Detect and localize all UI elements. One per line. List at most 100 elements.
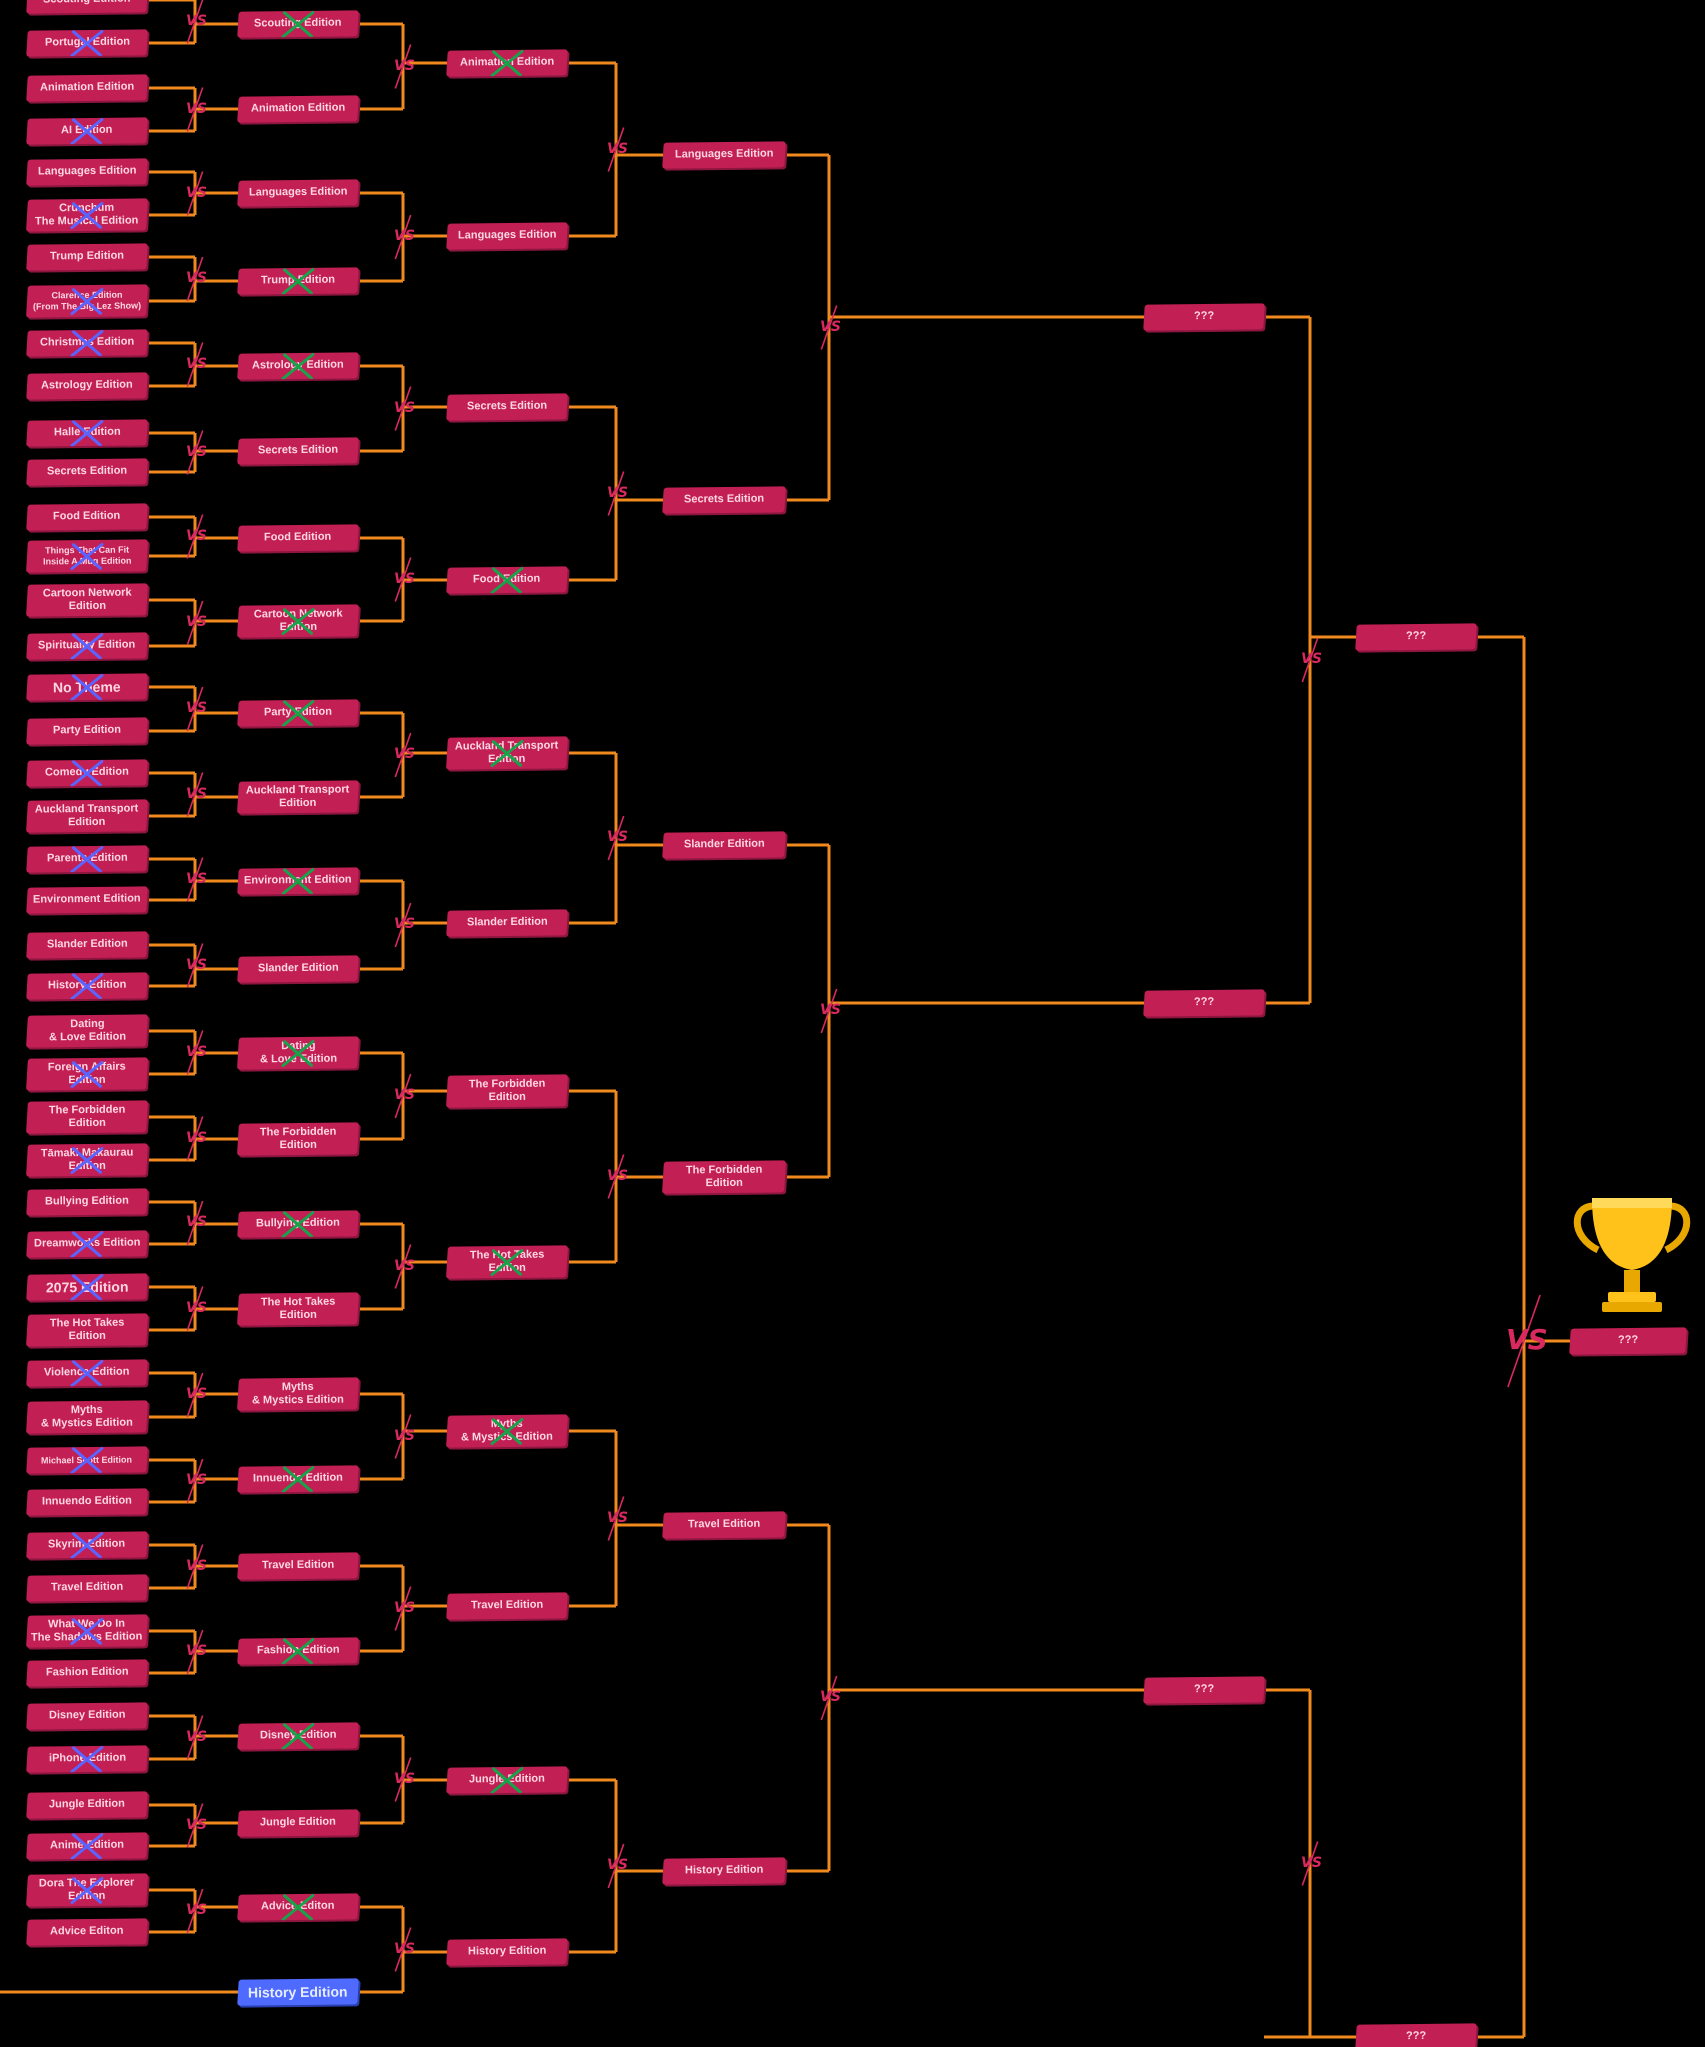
- bracket-entry[interactable]: Jungle Edition: [237, 1809, 359, 1837]
- bracket-entry[interactable]: Astrology Edition: [26, 372, 148, 400]
- bracket-entry[interactable]: Fashion Edition: [237, 1637, 359, 1665]
- bracket-entry[interactable]: Bullying Edition: [26, 1188, 148, 1216]
- bracket-entry[interactable]: Myths & Mystics Edition: [26, 1400, 148, 1434]
- bracket-entry[interactable]: The Forbidden Edition: [446, 1074, 568, 1108]
- bracket-entry[interactable]: History Edition: [26, 972, 148, 1000]
- bracket-entry[interactable]: Slander Edition: [26, 931, 148, 959]
- bracket-entry[interactable]: Auckland Transport Edition: [26, 799, 148, 833]
- bracket-entry[interactable]: History Edition: [237, 1978, 359, 2006]
- bracket-entry[interactable]: Scouting Edition: [237, 10, 359, 38]
- bracket-entry[interactable]: Travel Edition: [26, 1574, 148, 1602]
- bracket-entry[interactable]: Things That Can Fit Inside A Mug Edition: [26, 539, 148, 573]
- bracket-entry[interactable]: Secrets Edition: [662, 486, 786, 514]
- bracket-entry[interactable]: The Forbidden Edition: [662, 1160, 786, 1194]
- bracket-entry[interactable]: Comedy Edition: [26, 759, 148, 787]
- bracket-entry[interactable]: Tāmaki Makaurau Edition: [26, 1143, 148, 1177]
- bracket-entry[interactable]: Cartoon Network Edition: [26, 583, 148, 617]
- bracket-entry[interactable]: Halle Edition: [26, 419, 148, 447]
- bracket-entry[interactable]: Innuendo Edition: [237, 1465, 359, 1493]
- bracket-entry[interactable]: ???: [1143, 1676, 1265, 1704]
- final-winner-slot[interactable]: ???: [1569, 1327, 1687, 1355]
- bracket-entry[interactable]: Disney Edition: [26, 1702, 148, 1730]
- bracket-entry[interactable]: Fashion Edition: [26, 1659, 148, 1687]
- bracket-entry[interactable]: Skyrim Edition: [26, 1531, 148, 1559]
- bracket-entry[interactable]: Scouting Edition: [26, 0, 148, 14]
- bracket-entry[interactable]: 2075 Edition: [26, 1273, 148, 1301]
- bracket-entry[interactable]: Animation Edition: [26, 74, 148, 102]
- bracket-entry[interactable]: Myths & Mystics Edition: [446, 1414, 568, 1448]
- entry-label: Food Edition: [473, 573, 541, 586]
- bracket-entry[interactable]: Secrets Edition: [446, 393, 568, 421]
- bracket-entry[interactable]: Clarence Edition (From The Big Lez Show): [26, 284, 148, 318]
- bracket-entry[interactable]: Parents Edition: [26, 845, 148, 873]
- vs-marker: VS: [607, 484, 628, 501]
- bracket-entry[interactable]: Anime Edition: [26, 1832, 148, 1860]
- bracket-entry[interactable]: Dora The Explorer Edition: [26, 1873, 148, 1907]
- bracket-entry[interactable]: Travel Edition: [237, 1552, 359, 1580]
- bracket-entry[interactable]: AI Edition: [26, 117, 148, 145]
- bracket-entry[interactable]: Animation Edition: [446, 49, 568, 77]
- bracket-entry[interactable]: Myths & Mystics Edition: [237, 1377, 359, 1411]
- bracket-entry[interactable]: Jungle Edition: [26, 1791, 148, 1819]
- bracket-entry[interactable]: Secrets Edition: [26, 458, 148, 486]
- bracket-entry[interactable]: Party Edition: [26, 717, 148, 745]
- bracket-entry[interactable]: Languages Edition: [662, 141, 786, 169]
- vs-marker: VS: [186, 614, 207, 630]
- bracket-entry[interactable]: Cartoon Network Edition: [237, 604, 359, 638]
- bracket-entry[interactable]: Party Edition: [237, 699, 359, 727]
- bracket-entry[interactable]: Environment Edition: [237, 867, 359, 895]
- bracket-entry[interactable]: The Hot Takes Edition: [446, 1245, 568, 1279]
- bracket-entry[interactable]: Auckland Transport Edition: [446, 736, 568, 770]
- bracket-entry[interactable]: Languages Edition: [237, 179, 359, 207]
- bracket-entry[interactable]: Christmas Edition: [26, 329, 148, 357]
- bracket-entry[interactable]: Travel Edition: [662, 1511, 786, 1539]
- bracket-entry[interactable]: Jungle Edition: [446, 1766, 568, 1794]
- bracket-entry[interactable]: iPhone Edition: [26, 1745, 148, 1773]
- bracket-entry[interactable]: Auckland Transport Edition: [237, 780, 359, 814]
- bracket-entry[interactable]: Violence Edition: [26, 1359, 148, 1387]
- bracket-entry[interactable]: Food Edition: [26, 503, 148, 531]
- vs-slash: [186, 1116, 204, 1161]
- bracket-entry[interactable]: Michael Scott Edition: [26, 1446, 148, 1474]
- bracket-entry[interactable]: Languages Edition: [26, 158, 148, 186]
- bracket-entry[interactable]: Slander Edition: [237, 955, 359, 983]
- bracket-entry[interactable]: Dating & Love Edition: [26, 1014, 148, 1048]
- bracket-entry[interactable]: Crunchum The Musical Edition: [26, 198, 148, 232]
- bracket-entry[interactable]: Trump Edition: [26, 243, 148, 271]
- bracket-entry[interactable]: ???: [1143, 303, 1265, 331]
- bracket-entry[interactable]: Advice Editon: [237, 1893, 359, 1921]
- bracket-entry[interactable]: What We Do In The Shadows Edition: [26, 1614, 148, 1648]
- bracket-entry[interactable]: No Theme: [26, 673, 148, 701]
- bracket-entry[interactable]: Dreamworks Edition: [26, 1230, 148, 1258]
- bracket-entry[interactable]: The Forbidden Edition: [26, 1100, 148, 1134]
- bracket-entry[interactable]: Bullying Edition: [237, 1210, 359, 1238]
- bracket-entry[interactable]: Languages Edition: [446, 222, 568, 250]
- bracket-entry[interactable]: Secrets Edition: [237, 437, 359, 465]
- bracket-entry[interactable]: History Edition: [446, 1938, 568, 1966]
- bracket-entry[interactable]: Animation Edition: [237, 95, 359, 123]
- bracket-entry[interactable]: Disney Edition: [237, 1722, 359, 1750]
- bracket-entry[interactable]: Travel Edition: [446, 1592, 568, 1620]
- bracket-entry[interactable]: Dating & Love Edition: [237, 1036, 359, 1070]
- bracket-entry[interactable]: Food Edition: [446, 566, 568, 594]
- bracket-entry[interactable]: Trump Edition: [237, 267, 359, 295]
- bracket-entry[interactable]: Advice Editon: [26, 1918, 148, 1946]
- bracket-entry[interactable]: ???: [1143, 989, 1265, 1017]
- bracket-entry[interactable]: History Edition: [662, 1857, 786, 1885]
- bracket-entry[interactable]: Foreign Affairs Edition: [26, 1057, 148, 1091]
- bracket-entry[interactable]: ???: [1355, 2023, 1477, 2047]
- bracket-entry[interactable]: The Hot Takes Edition: [237, 1292, 359, 1326]
- bracket-entry[interactable]: The Hot Takes Edition: [26, 1313, 148, 1347]
- bracket-entry[interactable]: Environment Edition: [26, 886, 148, 914]
- bracket-entry[interactable]: Slander Edition: [446, 909, 568, 937]
- bracket-entry[interactable]: Slander Edition: [662, 831, 786, 859]
- bracket-entry[interactable]: Spirituality Edition: [26, 632, 148, 660]
- bracket-entry[interactable]: Astrology Edition: [237, 352, 359, 380]
- bracket-entry[interactable]: Innuendo Edition: [26, 1488, 148, 1516]
- bracket-entry[interactable]: ???: [1355, 623, 1477, 651]
- bracket-entry[interactable]: The Forbidden Edition: [237, 1122, 359, 1156]
- vs-marker: VS: [607, 1167, 628, 1184]
- bracket-entry[interactable]: Portugal Edition: [26, 29, 148, 57]
- vs-marker: VS: [607, 1857, 628, 1873]
- bracket-entry[interactable]: Food Edition: [237, 524, 359, 552]
